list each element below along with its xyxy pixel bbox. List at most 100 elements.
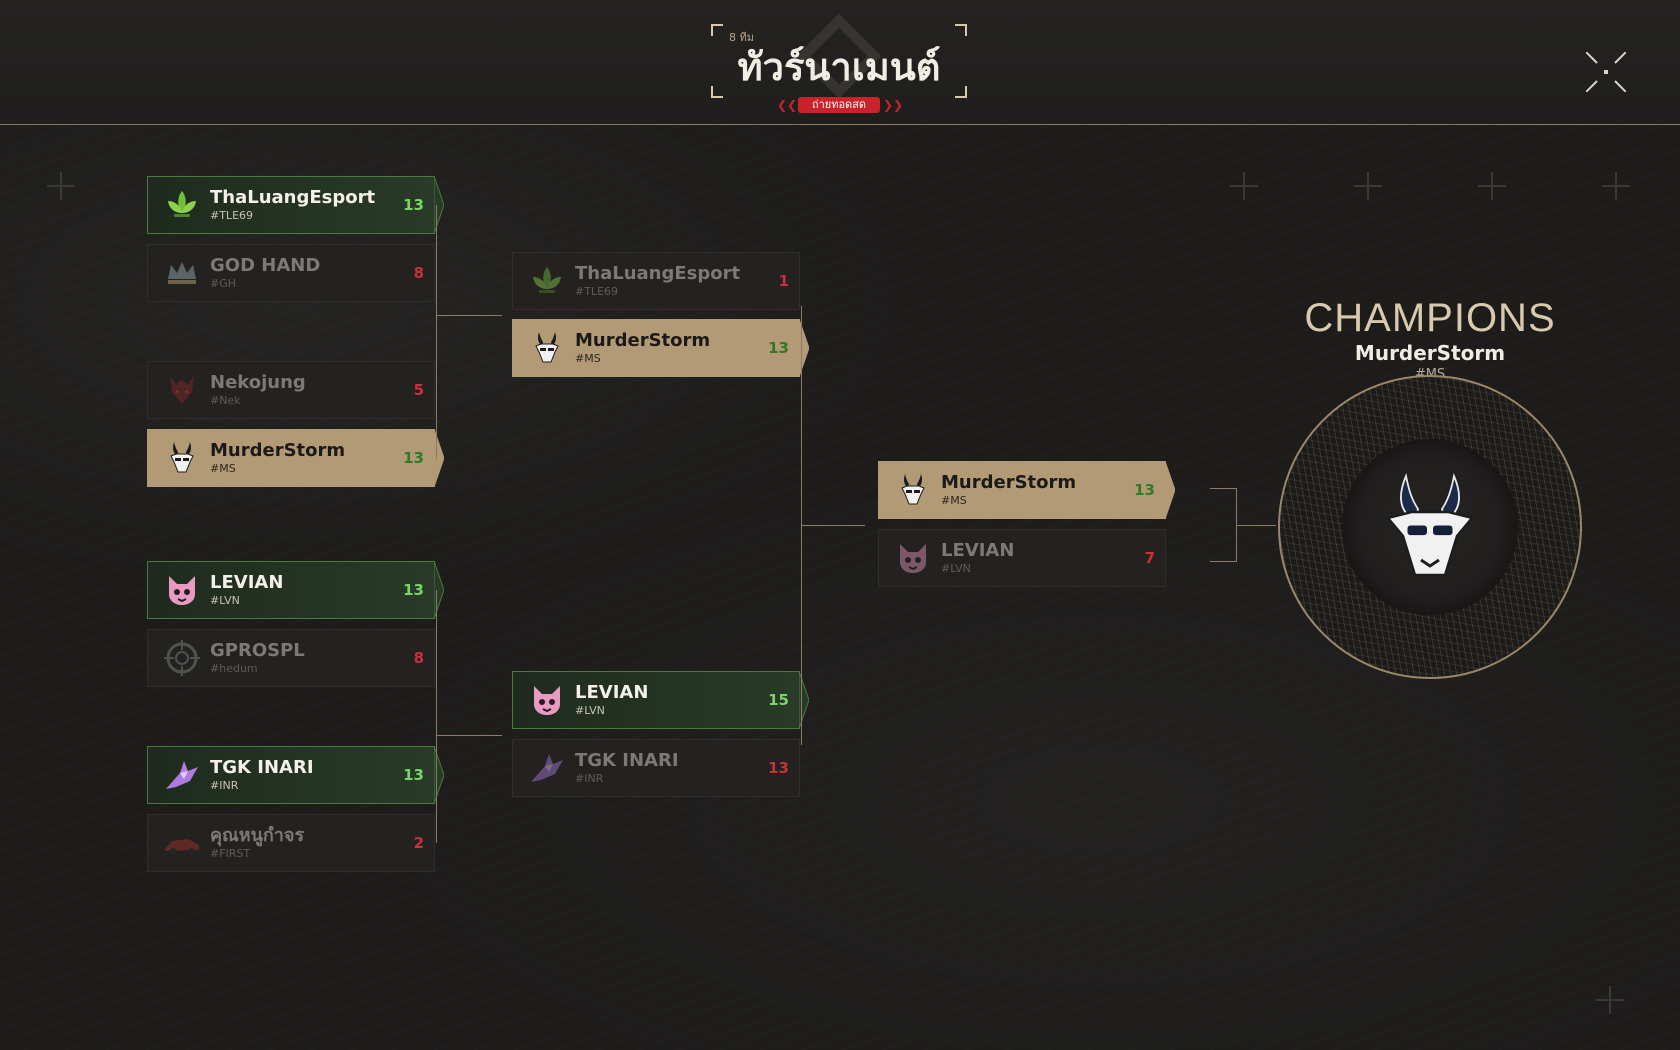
- team-score: 2: [413, 834, 424, 852]
- team-name: ThaLuangEsport: [210, 187, 376, 208]
- decor-cross: [1602, 172, 1630, 200]
- title-frame: 8 ทีม ทัวร์นาเมนต์ ❮❮ ถ่ายทอดสด ❯❯: [711, 13, 967, 113]
- match-card-r1-2[interactable]: Nekojung#Nek 5: [147, 361, 435, 419]
- team-info: LEVIAN#LVN: [575, 682, 755, 717]
- team-tag: #TLE69: [210, 209, 254, 222]
- team-tag: #LVN: [941, 562, 971, 575]
- match-card-r2-1[interactable]: MurderStorm#MS 13: [512, 319, 809, 377]
- cat-logo-icon: [527, 680, 567, 720]
- decor-cross: [1596, 986, 1624, 1014]
- match-card-r2-0[interactable]: ThaLuangEsport#TLE69 1: [512, 252, 800, 310]
- team-count: 8 ทีม: [729, 31, 754, 44]
- top-bar: 8 ทีม ทัวร์นาเมนต์ ❮❮ ถ่ายทอดสด ❯❯: [0, 0, 1680, 125]
- bracket-connector: [436, 315, 502, 316]
- team-tag: #MS: [941, 494, 967, 507]
- fullscreen-icon: [1614, 52, 1626, 64]
- champion-trophy-ring: [1278, 375, 1582, 679]
- match-card-r1-0[interactable]: ThaLuangEsport#TLE69 13: [147, 176, 444, 234]
- team-tag: #TLE69: [575, 285, 619, 298]
- decor-cross: [47, 172, 75, 200]
- decor-cross: [1230, 172, 1258, 200]
- crown-logo-icon: [162, 253, 202, 293]
- team-info: GOD HAND#GH: [210, 255, 390, 290]
- team-name: GOD HAND: [210, 255, 321, 276]
- frame-corner: [711, 24, 723, 36]
- team-score: 13: [403, 766, 424, 784]
- champion-logo: [1342, 439, 1518, 615]
- fullscreen-dot: [1604, 70, 1608, 74]
- car-logo-icon: [162, 823, 202, 863]
- match-card-r1-4[interactable]: LEVIAN#LVN 13: [147, 561, 444, 619]
- team-info: ThaLuangEsport#TLE69: [575, 265, 755, 298]
- bracket-connector: [1210, 561, 1236, 562]
- team-info: GPROSPL#hedum: [210, 642, 390, 675]
- winner-arrow-icon: [1165, 461, 1175, 519]
- match-card-r1-7[interactable]: คุณหนูกำจร#FIRST 2: [147, 814, 435, 872]
- team-score: 15: [768, 691, 789, 709]
- fullscreen-button[interactable]: [1586, 52, 1626, 92]
- leaf-logo-icon: [162, 185, 202, 225]
- match-card-r1-6[interactable]: TGK INARI#INR 13: [147, 746, 444, 804]
- team-score: 5: [413, 381, 424, 399]
- frame-corner: [955, 24, 967, 36]
- bracket-connector: [436, 735, 437, 843]
- frame-corner: [955, 86, 967, 98]
- team-score: 13: [768, 759, 789, 777]
- team-name: LEVIAN: [941, 540, 1015, 561]
- leaf-logo-icon: [527, 261, 567, 301]
- match-card-r1-3[interactable]: MurderStorm#MS 13: [147, 429, 444, 487]
- champions-heading: CHAMPIONS: [1304, 296, 1556, 340]
- champion-team-name: MurderStorm: [1354, 341, 1506, 365]
- team-info: คุณหนูกำจร#FIRST: [210, 825, 390, 860]
- live-arrows-left: ❮❮: [777, 98, 798, 112]
- fox-logo-icon: [527, 748, 567, 788]
- team-info: LEVIAN#LVN: [210, 572, 390, 607]
- team-tag: #hedum: [210, 662, 258, 675]
- team-tag: #MS: [575, 352, 601, 365]
- fullscreen-icon: [1614, 80, 1626, 92]
- frame-corner: [711, 86, 723, 98]
- team-name: TGK INARI: [575, 750, 679, 771]
- decor-cross: [1478, 172, 1506, 200]
- team-score: 13: [768, 339, 789, 357]
- team-score: 7: [1144, 549, 1155, 567]
- team-info: TGK INARI#INR: [210, 759, 390, 792]
- team-score: 13: [403, 581, 424, 599]
- team-name: LEVIAN: [210, 572, 284, 593]
- team-tag: #MS: [210, 462, 236, 475]
- match-card-r1-1[interactable]: GOD HAND#GH 8: [147, 244, 435, 302]
- bracket-connector: [1236, 525, 1276, 526]
- team-score: 1: [778, 272, 789, 290]
- bracket-connector: [801, 525, 802, 745]
- bracket-connector: [801, 525, 865, 526]
- cat-logo-icon: [893, 538, 933, 578]
- match-card-final-1[interactable]: LEVIAN#LVN 7: [878, 529, 1166, 587]
- team-name: Nekojung: [210, 372, 306, 393]
- team-info: MurderStorm#MS: [941, 472, 1121, 507]
- team-name: คุณหนูกำจร: [210, 825, 305, 846]
- team-info: MurderStorm#MS: [210, 442, 390, 475]
- team-score: 13: [403, 449, 424, 467]
- team-info: MurderStorm#MS: [575, 332, 755, 365]
- match-card-r2-2[interactable]: LEVIAN#LVN 15: [512, 671, 809, 729]
- team-tag: #LVN: [210, 594, 240, 607]
- bracket-connector: [1210, 488, 1236, 489]
- goat-logo-icon: [527, 328, 567, 368]
- live-arrows-right: ❯❯: [883, 98, 904, 112]
- team-tag: #Nek: [210, 394, 241, 407]
- bracket-connector: [436, 315, 437, 459]
- goat-logo-icon: [1385, 472, 1475, 577]
- team-score: 13: [403, 196, 424, 214]
- team-name: LEVIAN: [575, 682, 649, 703]
- team-score: 8: [413, 264, 424, 282]
- fox-logo-icon: [162, 755, 202, 795]
- team-name: MurderStorm: [941, 472, 1077, 493]
- live-badge: ถ่ายทอดสด: [798, 97, 880, 113]
- team-info: Nekojung#Nek: [210, 372, 390, 407]
- team-info: ThaLuangEsport#TLE69: [210, 187, 390, 222]
- cat-logo-icon: [162, 570, 202, 610]
- page-title: ทัวร์นาเมนต์: [737, 47, 941, 89]
